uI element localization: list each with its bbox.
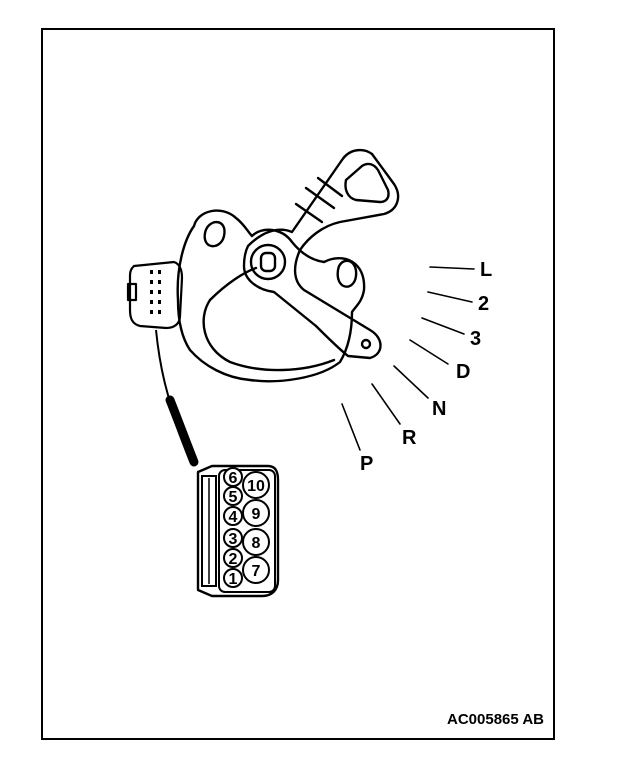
connector-pin-circles — [223, 467, 270, 588]
pin-label-10: 10 — [247, 478, 265, 495]
position-line-N — [393, 365, 429, 399]
switch-connector-housing — [126, 260, 184, 330]
pin-circle-2 — [223, 548, 243, 568]
pin-label-1: 1 — [229, 571, 238, 588]
position-label-3: 3 — [470, 328, 481, 350]
shift-position-labels: L 2 3 D N R P — [360, 259, 492, 475]
pin-label-9: 9 — [252, 506, 261, 523]
lever-tip-hole — [360, 338, 372, 350]
connector-detail: 6 10 5 4 9 3 8 2 1 7 — [196, 464, 280, 598]
position-line-R — [371, 383, 401, 425]
switch-body — [176, 209, 366, 383]
connector-detail-body — [196, 464, 280, 598]
switch-connector-latch — [126, 282, 138, 302]
position-label-L: L — [480, 259, 492, 281]
pin-circle-1 — [223, 568, 243, 588]
right-mounting-hole — [336, 259, 358, 288]
pin-label-2: 2 — [229, 551, 238, 568]
switch-body-inner-arc — [202, 298, 336, 372]
position-label-R: R — [402, 427, 417, 449]
position-line-L — [429, 266, 475, 270]
lever-rib-2 — [304, 186, 336, 210]
connector-detail-slots — [218, 469, 276, 593]
pin-label-3: 3 — [229, 531, 238, 548]
position-label-2: 2 — [478, 293, 489, 315]
switch-connector-pins — [150, 270, 161, 314]
lever-shaft-flat — [259, 251, 277, 273]
switch-connector-outline — [128, 260, 184, 330]
pin-label-5: 5 — [229, 489, 238, 506]
position-line-D — [409, 339, 449, 365]
position-label-P: P — [360, 453, 373, 475]
pin-circle-3 — [223, 528, 243, 548]
pin-label-8: 8 — [252, 535, 261, 552]
lever-rib-3 — [316, 176, 344, 198]
pin-circle-9 — [242, 499, 270, 527]
lever-shaft-boss — [249, 243, 287, 281]
lever-slot — [344, 162, 390, 204]
pin-circle-4 — [223, 506, 243, 526]
pin-circle-8 — [242, 528, 270, 556]
connector-pin-labels: 6 10 5 4 9 3 8 2 1 7 — [229, 470, 265, 588]
wire-harness-thick — [165, 395, 199, 467]
position-line-2 — [427, 291, 473, 303]
position-label-D: D — [456, 361, 470, 383]
pin-label-7: 7 — [252, 563, 261, 580]
diagram-frame — [41, 28, 555, 740]
wire-harness — [155, 329, 199, 467]
lever-outline — [242, 148, 400, 360]
pin-label-6: 6 — [229, 470, 238, 487]
switch-body-outline — [176, 209, 366, 383]
shift-position-lines — [341, 266, 475, 451]
manual-control-lever — [242, 148, 400, 360]
position-label-N: N — [432, 398, 446, 420]
figure-reference-code: AC005865 AB — [447, 711, 544, 728]
pin-circle-5 — [223, 486, 243, 506]
position-line-P — [341, 403, 361, 451]
left-mounting-hole — [203, 220, 226, 248]
pin-label-4: 4 — [229, 509, 238, 526]
lever-rib-1 — [294, 202, 324, 224]
connector-detail-side-rail — [201, 475, 217, 587]
pin-circle-10 — [242, 471, 270, 499]
pin-circle-7 — [242, 556, 270, 584]
switch-body-inner-edge — [208, 266, 258, 302]
position-line-3 — [421, 317, 465, 335]
